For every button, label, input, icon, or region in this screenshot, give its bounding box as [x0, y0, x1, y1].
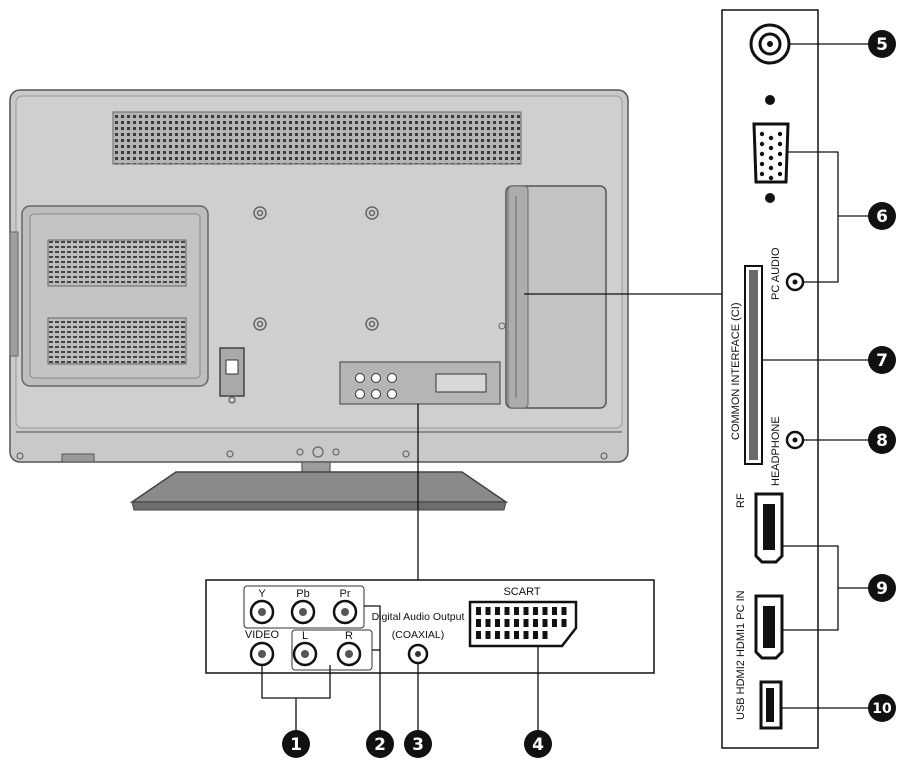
scart-pin: [476, 619, 481, 627]
vga-pin: [778, 152, 782, 156]
scart-pin: [552, 619, 557, 627]
scart-pin: [495, 607, 500, 615]
label-video: VIDEO: [245, 629, 280, 641]
scart-pin: [514, 619, 519, 627]
callout-4: 4: [524, 730, 552, 758]
vga-pin: [760, 172, 764, 176]
label-digital-audio-output: Digital Audio Output: [372, 611, 465, 623]
callout-9: 9: [868, 574, 896, 602]
scart-pin: [543, 619, 548, 627]
label-usb-hdmi-pc-in: USB HDMI2 HDMI1 PC IN: [735, 590, 747, 720]
tv-rear-view: [10, 90, 628, 510]
svg-text:2: 2: [374, 735, 386, 755]
scart-pin: [495, 619, 500, 627]
vga-pin: [760, 162, 764, 166]
scart-pin: [514, 607, 519, 615]
vga-pin: [760, 142, 764, 146]
svg-text:5: 5: [876, 35, 888, 55]
vga-pin: [778, 172, 782, 176]
top-vent-grille: [113, 112, 521, 164]
label-r: R: [345, 630, 353, 642]
svg-text:3: 3: [412, 735, 424, 755]
callout-2: 2: [366, 730, 394, 758]
scart-pin: [486, 607, 491, 615]
vga-pin: [778, 132, 782, 136]
scart-pin: [514, 631, 519, 639]
scart-pin: [524, 619, 529, 627]
scart-pin: [486, 631, 491, 639]
scart-pin: [524, 607, 529, 615]
scart-pin: [562, 619, 567, 627]
scart-pin: [476, 607, 481, 615]
callout-5: 5: [868, 30, 896, 58]
svg-text:4: 4: [532, 735, 544, 755]
svg-text:1: 1: [290, 735, 302, 755]
side-connector-panel: PC AUDIO COMMON INTERFACE (CI) HEADPHONE…: [722, 10, 818, 748]
callout-7: 7: [868, 346, 896, 374]
label-pc-audio: PC AUDIO: [770, 247, 782, 300]
rear-connector-panel: Y Pb Pr VIDEO L R Digital Audio Output (…: [206, 580, 654, 673]
scart-pin: [505, 607, 510, 615]
label-pr: Pr: [340, 588, 351, 600]
callout-6: 6: [868, 202, 896, 230]
callout-10: 10: [868, 694, 896, 722]
scart-pin: [533, 631, 538, 639]
vga-pin: [769, 136, 773, 140]
svg-text:6: 6: [876, 207, 888, 227]
vga-pin: [769, 146, 773, 150]
left-vent-upper: [48, 240, 186, 286]
vga-pin: [760, 152, 764, 156]
vga-pin: [769, 176, 773, 180]
label-pb: Pb: [296, 588, 309, 600]
scart-pin: [505, 619, 510, 627]
scart-pin: [486, 619, 491, 627]
scart-pin: [495, 631, 500, 639]
tv-stand-base: [132, 472, 506, 502]
scart-pin: [476, 631, 481, 639]
callout-3: 3: [404, 730, 432, 758]
callout-8: 8: [868, 426, 896, 454]
vga-pin: [769, 156, 773, 160]
svg-text:9: 9: [876, 579, 888, 599]
label-common-interface: COMMON INTERFACE (CI): [730, 303, 742, 441]
label-l: L: [302, 630, 308, 642]
scart-pin: [562, 607, 567, 615]
scart-pin: [533, 607, 538, 615]
label-y: Y: [258, 588, 266, 600]
label-rf: RF: [735, 493, 747, 508]
vga-pin: [778, 162, 782, 166]
callout-1: 1: [282, 730, 310, 758]
label-coaxial: (COAXIAL): [392, 629, 445, 641]
vga-pin: [769, 166, 773, 170]
scart-pin: [543, 631, 548, 639]
label-scart: SCART: [503, 586, 540, 598]
label-headphone: HEADPHONE: [770, 416, 782, 486]
svg-text:7: 7: [876, 351, 888, 371]
scart-pin: [533, 619, 538, 627]
scart-pin: [552, 607, 557, 615]
svg-text:8: 8: [876, 431, 888, 451]
vga-pin: [760, 132, 764, 136]
scart-pin: [524, 631, 529, 639]
scart-pin: [543, 607, 548, 615]
svg-text:10: 10: [872, 701, 892, 717]
pc-in-vga-connector: [754, 124, 788, 182]
left-vent-lower: [48, 318, 186, 364]
scart-pin: [505, 631, 510, 639]
vga-pin: [778, 142, 782, 146]
